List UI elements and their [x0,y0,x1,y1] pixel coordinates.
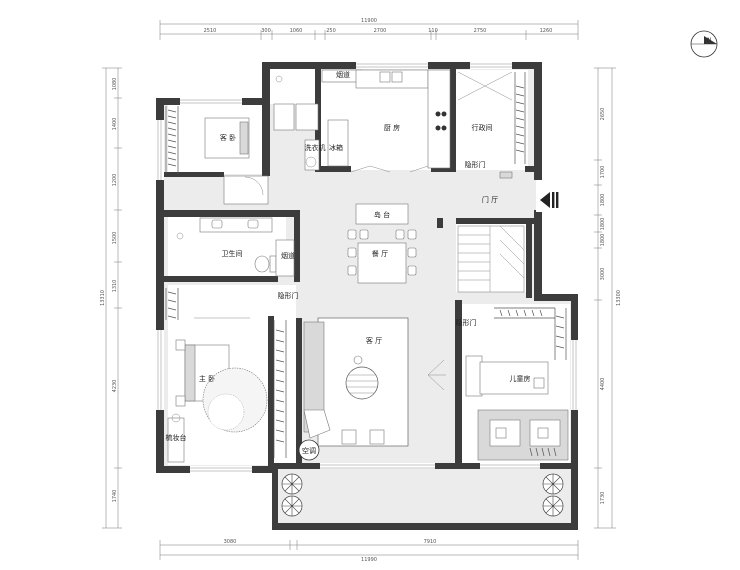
bathroom: 卫生间 烟道 [176,217,295,277]
dim-left-3: 1200 [112,174,118,187]
dim-right-7: 4400 [600,378,606,391]
label-fridge: 冰箱 [329,143,343,152]
dim-right-3: 1800 [600,194,606,207]
walls [156,62,578,530]
label-kitchen: 厨 房 [384,123,400,132]
label-living: 客 厅 [366,336,382,345]
label-hidden-door-top: 隐形门 [465,160,486,169]
dim-top-3: 1060 [290,28,303,34]
dim-top-5: 2700 [374,28,387,34]
label-guest-room: 客 卧 [220,133,236,142]
stairs [457,225,525,293]
dim-left-2: 1400 [112,118,118,131]
label-island: 岛 台 [374,210,390,219]
dim-left-7: 1740 [112,490,118,503]
ac-unit: 空调 [298,439,320,461]
dim-right-8: 1730 [600,492,606,505]
right-dimension-lines: 2650 1700 1800 1800 1800 3000 4400 1730 … [594,67,622,529]
label-kids: 儿童房 [510,374,531,383]
kitchen: 厨 房 冰箱 洗衣机 [305,69,451,173]
plant-icon-left [281,473,303,517]
plant-icon-right [542,473,564,517]
windows [156,62,578,473]
dim-bottom-2: 7910 [424,539,437,545]
dim-right-1: 2650 [600,108,606,121]
label-hidden-door-left: 隐形门 [278,291,299,300]
living-room: 客 厅 [303,317,446,447]
dim-left-total: 13310 [100,290,106,306]
dim-left-5: 1310 [112,280,118,293]
storage-room: 行政间 隐形门 [457,71,526,179]
dim-top-6: 110 [428,28,438,34]
dim-top-2: 300 [261,28,271,34]
dim-top-1: 2510 [204,28,217,34]
label-hidden-door-right: 隐形门 [456,318,477,327]
dim-right-total: 13300 [616,290,622,306]
dim-top-8: 1260 [540,28,553,34]
label-master: 主 卧 [199,374,215,383]
label-storage: 行政间 [472,123,493,132]
dim-top-4: 250 [326,28,336,34]
top-dimension-lines: 11900 2510 300 1060 250 2700 110 2750 12… [159,18,579,40]
label-bath: 卫生间 [222,249,243,258]
label-foyer: 门 厅 [482,195,498,204]
foyer-dining: 门 厅 岛 台 餐 厅 [347,195,498,284]
label-ac: 空调 [302,446,316,455]
dim-left-6: 4230 [112,380,118,393]
label-flue-bath: 烟道 [281,251,295,260]
dim-right-5: 1800 [600,234,606,247]
master-bedroom: 主 卧 梳妆台 [166,288,287,463]
dim-right-4: 1800 [600,218,606,231]
dim-right-6: 3000 [600,268,606,281]
dim-top-7: 2750 [474,28,487,34]
dim-left-4: 1500 [112,232,118,245]
label-dining: 餐 厅 [372,249,388,258]
north-arrow-icon: N [690,30,718,58]
dim-left-1: 1080 [112,78,118,91]
dim-bottom-1: 3080 [224,539,237,545]
left-dimension-lines: 1080 1400 1200 1500 1310 4230 1740 13310 [100,67,122,529]
svg-text:N: N [707,37,712,44]
entry-arrow-icon [536,180,559,212]
dim-top-total: 11900 [361,18,377,24]
dim-bottom-total: 11990 [361,557,377,563]
kids-room: 儿童房 [465,307,569,461]
label-flue-top: 烟道 [336,70,350,79]
bottom-dimension-lines: 3080 7910 11990 [159,539,579,563]
label-vanity: 梳妆台 [166,433,187,442]
guest-room: 客 卧 [165,106,269,205]
label-washer: 洗衣机 [305,143,326,152]
dim-right-2: 1700 [600,166,606,179]
